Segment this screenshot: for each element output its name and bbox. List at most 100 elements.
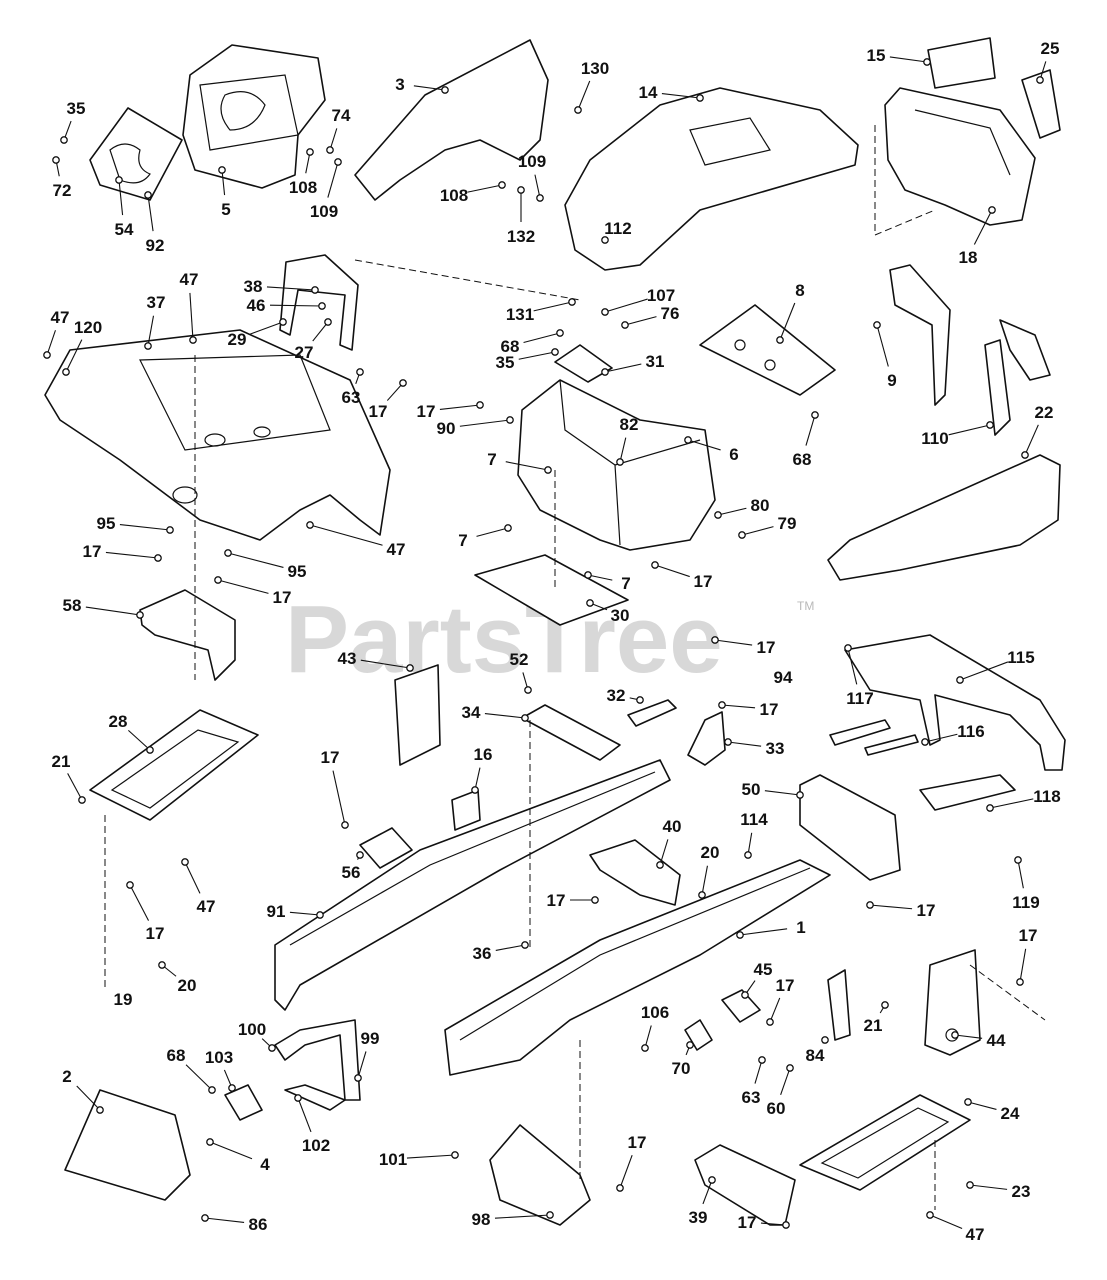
part-43-plate <box>394 664 441 766</box>
hardware-point <box>738 531 746 539</box>
leader-line <box>459 419 511 427</box>
callout-label: 35 <box>67 99 86 118</box>
hardware-point <box>744 851 752 859</box>
callout-label: 108 <box>289 178 317 197</box>
hardware-point <box>189 336 197 344</box>
callout-label: 33 <box>766 739 785 758</box>
part-99-rod <box>274 1019 361 1101</box>
callout-label: 52 <box>510 650 529 669</box>
part-18-grille <box>884 87 1036 226</box>
hardware-point <box>551 348 559 356</box>
hardware-point <box>741 991 749 999</box>
leader-line <box>780 1067 791 1095</box>
callout-label: 37 <box>147 293 166 312</box>
callout-label: 58 <box>63 596 82 615</box>
callout-label: 39 <box>689 1208 708 1227</box>
callout-label: 17 <box>83 542 102 561</box>
leader-line <box>727 741 762 747</box>
hardware-point <box>758 1056 766 1064</box>
hardware-point <box>601 236 609 244</box>
callout-label: 23 <box>1012 1182 1031 1201</box>
leader-line <box>312 321 329 342</box>
hardware-point <box>136 611 144 619</box>
leader-line <box>327 161 339 198</box>
hardware-point <box>471 786 479 794</box>
leader-line <box>269 304 323 307</box>
hardware-point <box>724 738 732 746</box>
hardware-point <box>698 891 706 899</box>
part-45-bracket <box>721 989 761 1023</box>
leader-line <box>721 704 756 709</box>
hardware-point <box>776 336 784 344</box>
callout-label: 31 <box>646 352 665 371</box>
leader-line <box>661 93 701 99</box>
hardware-point <box>921 738 929 746</box>
hardware-point <box>268 1044 276 1052</box>
part-34-bracket <box>521 704 621 761</box>
leader-line <box>189 292 194 341</box>
leader-line <box>476 527 509 537</box>
callout-label: 132 <box>507 227 535 246</box>
callout-label: 21 <box>864 1016 883 1035</box>
leader-line <box>147 315 155 347</box>
part-3-hood-panel <box>354 39 549 201</box>
leader-line <box>619 1154 633 1189</box>
leader-line <box>266 286 316 291</box>
hardware-point <box>316 911 324 919</box>
hardware-point <box>144 191 152 199</box>
hardware-point <box>556 329 564 337</box>
part-31-plate <box>554 344 613 383</box>
hardware-point <box>782 1221 790 1229</box>
leader-line <box>876 324 889 367</box>
leader-line <box>929 1214 963 1230</box>
hardware-point <box>714 511 722 519</box>
part-16-plate <box>451 789 481 831</box>
part-30-floor-plate <box>474 554 629 626</box>
hardware-point <box>966 1181 974 1189</box>
part-2-plate <box>64 1089 191 1201</box>
part-28-frame <box>89 709 259 821</box>
exploded-view <box>44 37 1066 1226</box>
hardware-point <box>881 1001 889 1009</box>
hardware-point <box>218 166 226 174</box>
callout-label: 95 <box>288 562 307 581</box>
callout-label: 102 <box>302 1136 330 1155</box>
leader-line <box>297 1097 312 1133</box>
hardware-point <box>1036 76 1044 84</box>
leader-line <box>386 382 404 401</box>
callout-label: 16 <box>474 745 493 764</box>
hardware-point <box>43 351 51 359</box>
callout-label: 107 <box>647 286 675 305</box>
leader-line <box>769 997 781 1023</box>
part-50-bracket <box>799 774 901 881</box>
leader-line <box>717 507 747 516</box>
callout-label: 20 <box>701 843 720 862</box>
hardware-point <box>964 1098 972 1106</box>
leader-line <box>65 339 83 373</box>
hardware-point <box>786 1064 794 1072</box>
hardware-point <box>536 194 544 202</box>
leader-line <box>105 551 159 559</box>
leader-lines <box>43 56 1047 1230</box>
callout-label: 17 <box>321 748 340 767</box>
hardware-point <box>708 1176 716 1184</box>
hardware-point <box>78 796 86 804</box>
callout-label: 110 <box>921 429 948 448</box>
callout-label: 76 <box>661 304 680 323</box>
hardware-point <box>146 746 154 754</box>
callout-label: 17 <box>917 901 936 920</box>
hardware-point <box>311 286 319 294</box>
hardware-point <box>181 858 189 866</box>
part-25-screen <box>1021 69 1061 139</box>
callout-label: 7 <box>458 531 467 550</box>
leader-line <box>760 1222 787 1226</box>
callout-label: 114 <box>740 810 768 829</box>
leader-line <box>118 179 124 216</box>
callout-label: 99 <box>361 1029 380 1048</box>
hardware-point <box>126 881 134 889</box>
callout-label: 95 <box>97 514 116 533</box>
callout-label: 103 <box>205 1048 233 1067</box>
hardware-point <box>988 206 996 214</box>
callout-label: 68 <box>167 1046 186 1065</box>
callout-label: 74 <box>332 106 351 125</box>
